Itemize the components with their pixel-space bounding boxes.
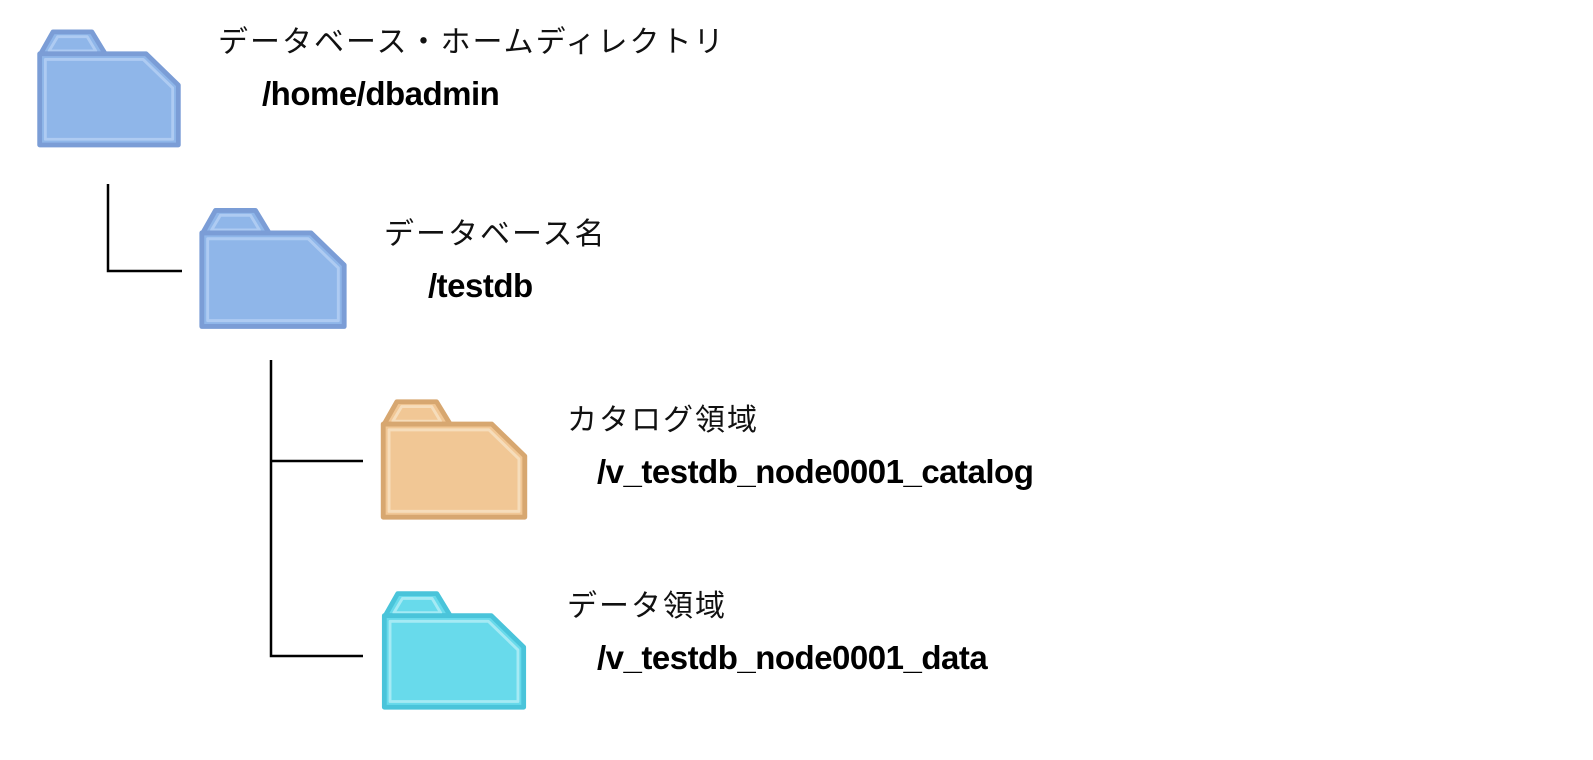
node-label-home-directory: データベース・ホームディレクトリ /home/dbadmin xyxy=(218,24,726,113)
node-label-database: データベース名 /testdb xyxy=(384,216,607,305)
node-title-catalog-area: カタログ領域 xyxy=(567,404,759,437)
folder-icon-catalog-area xyxy=(376,394,532,522)
folder-icon-database xyxy=(195,202,351,332)
folder-icon-home-directory xyxy=(33,22,185,152)
node-path-home-directory: /home/dbadmin xyxy=(262,74,500,112)
node-title-data-area: データ領域 xyxy=(567,590,727,623)
node-path-catalog-area: /v_testdb_node0001_catalog xyxy=(597,452,1034,490)
node-title-home-directory: データベース・ホームディレクトリ xyxy=(218,26,726,59)
node-path-database: /testdb xyxy=(428,266,533,304)
folder-icon-data-area xyxy=(376,586,532,712)
node-title-database: データベース名 xyxy=(384,218,607,251)
node-label-catalog-area: カタログ領域 /v_testdb_node0001_catalog xyxy=(567,402,1034,491)
node-path-data-area: /v_testdb_node0001_data xyxy=(597,638,988,676)
node-label-data-area: データ領域 /v_testdb_node0001_data xyxy=(567,588,988,677)
